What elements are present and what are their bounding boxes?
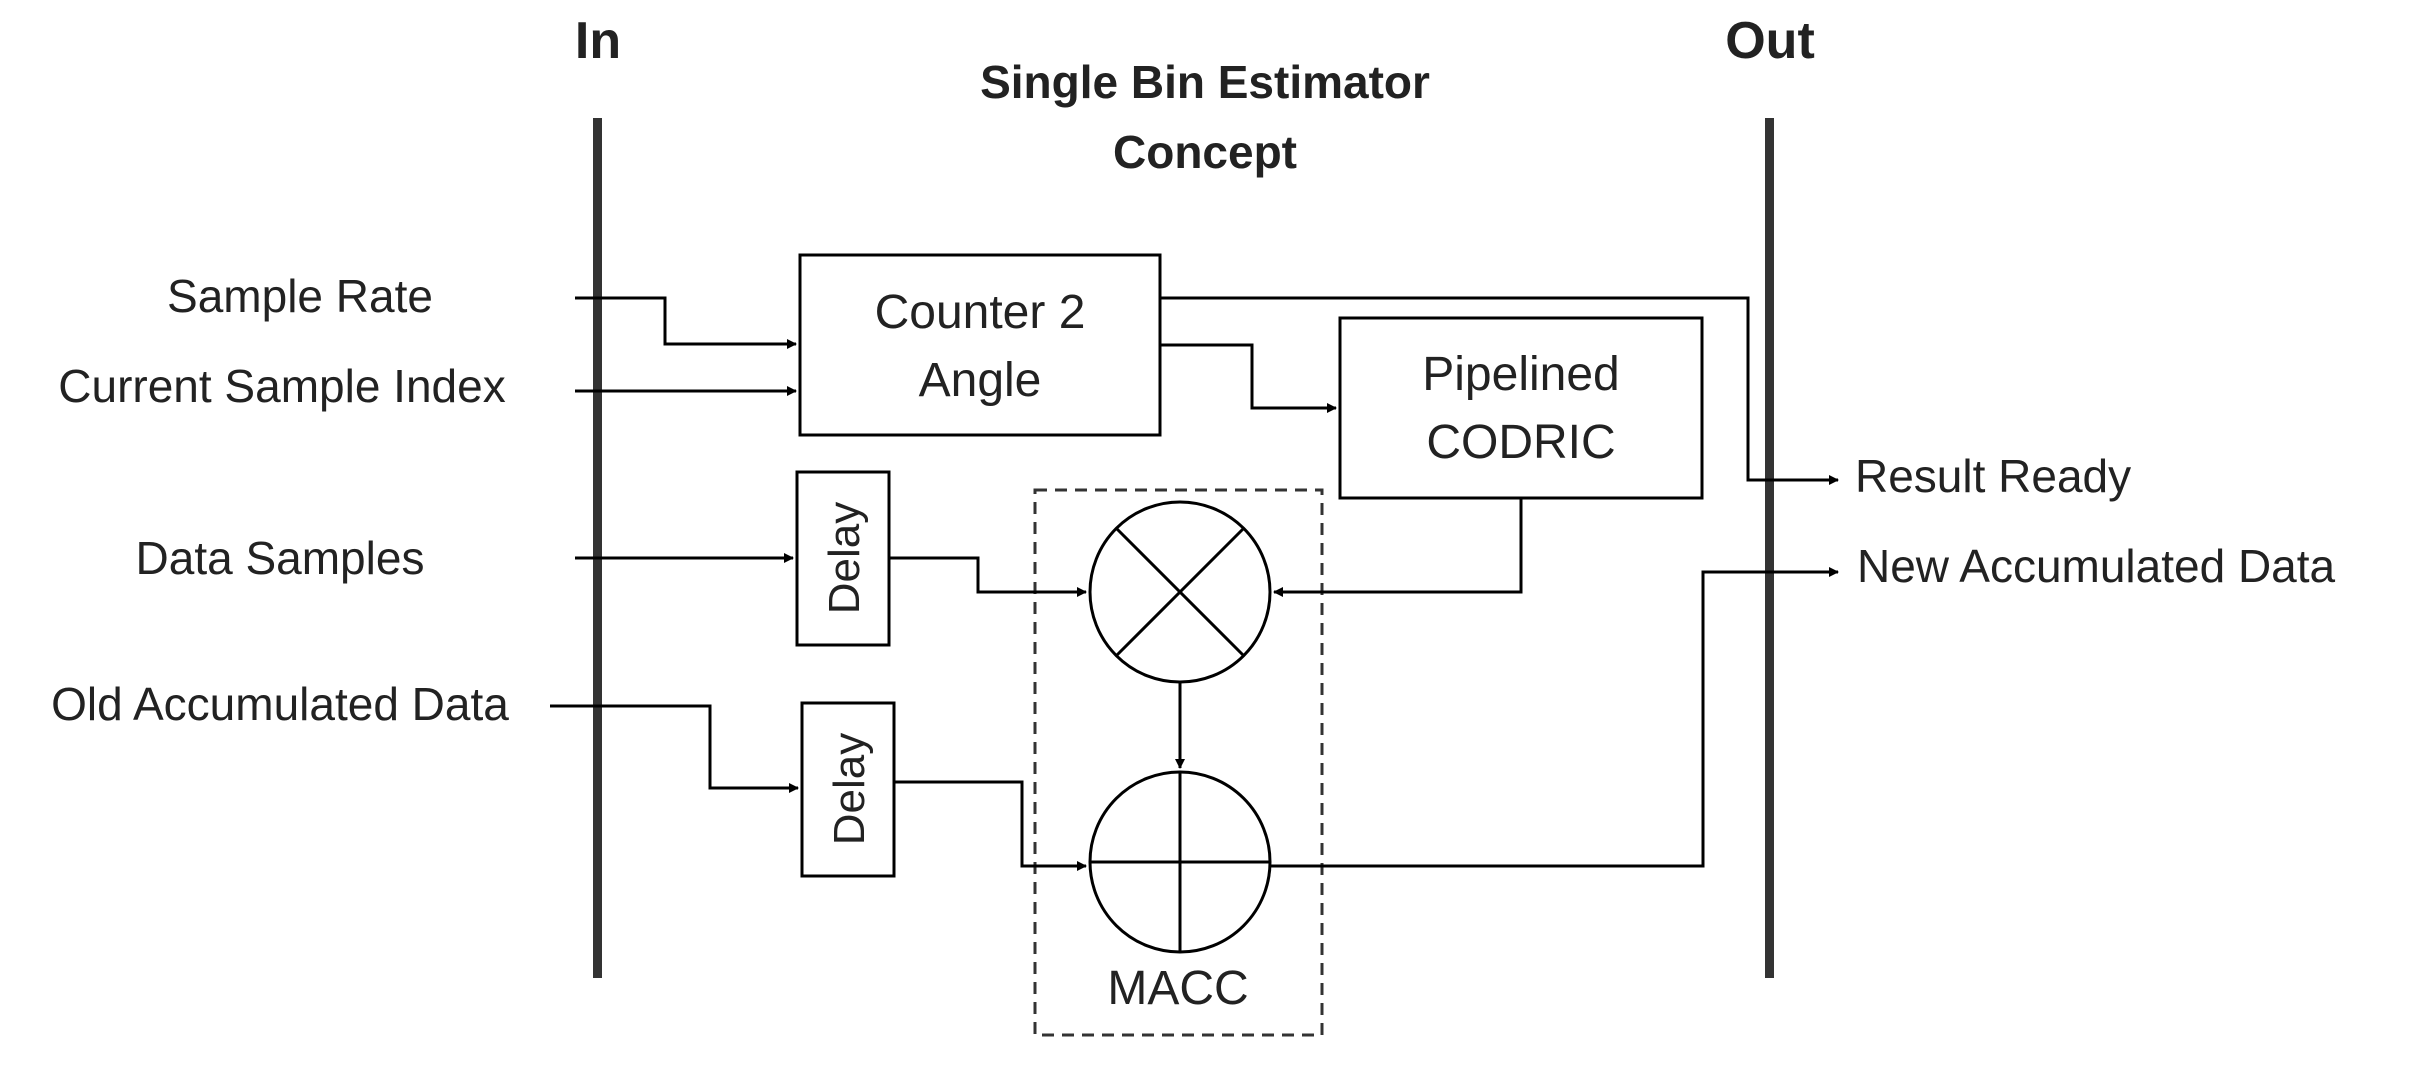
input-data-samples-label: Data Samples — [136, 532, 425, 584]
wire-result-ready — [1160, 296, 1839, 485]
cordic-block-label-line2: CODRIC — [1426, 416, 1615, 469]
counter-2-angle-block — [798, 253, 1162, 437]
out-bus-bar — [1765, 118, 1774, 978]
input-sample-rate-label: Sample Rate — [167, 270, 433, 322]
counter-block-label-line2: Angle — [919, 354, 1042, 407]
diagram-title-line2: Concept — [1113, 126, 1297, 178]
input-old-accumulated-data-label: Old Accumulated Data — [51, 678, 509, 730]
input-current-sample-index-label: Current Sample Index — [58, 360, 505, 412]
delay-block-1 — [795, 470, 891, 647]
in-bus-bar — [593, 118, 602, 978]
adder-symbol — [1088, 770, 1272, 954]
macc-container — [1033, 488, 1324, 1037]
pipelined-cordic-block — [1338, 316, 1704, 500]
delay-block-1-label: Delay — [820, 502, 869, 615]
out-label: Out — [1725, 12, 1815, 70]
wire-new-accumulated-data — [1270, 567, 1839, 868]
wire-old-accumulated-data — [550, 704, 799, 793]
cordic-block-label-line1: Pipelined — [1422, 348, 1619, 401]
output-result-ready-label: Result Ready — [1855, 450, 2131, 502]
wire-counter-to-cordic — [1160, 343, 1337, 413]
delay-block-2 — [800, 701, 896, 878]
wire-delay2-to-adder — [894, 780, 1087, 871]
wire-cordic-to-multiplier — [1273, 498, 1523, 597]
macc-label: MACC — [1107, 962, 1248, 1015]
delay-block-2-label: Delay — [825, 733, 874, 846]
counter-block-label-line1: Counter 2 — [875, 286, 1086, 339]
diagram-title-line1: Single Bin Estimator — [980, 56, 1430, 108]
wire-delay1-to-multiplier — [889, 556, 1087, 597]
output-new-accumulated-data-label: New Accumulated Data — [1857, 540, 2336, 592]
wire-sample-rate — [575, 296, 797, 349]
in-label: In — [575, 12, 621, 70]
multiplier-symbol — [1088, 500, 1272, 684]
